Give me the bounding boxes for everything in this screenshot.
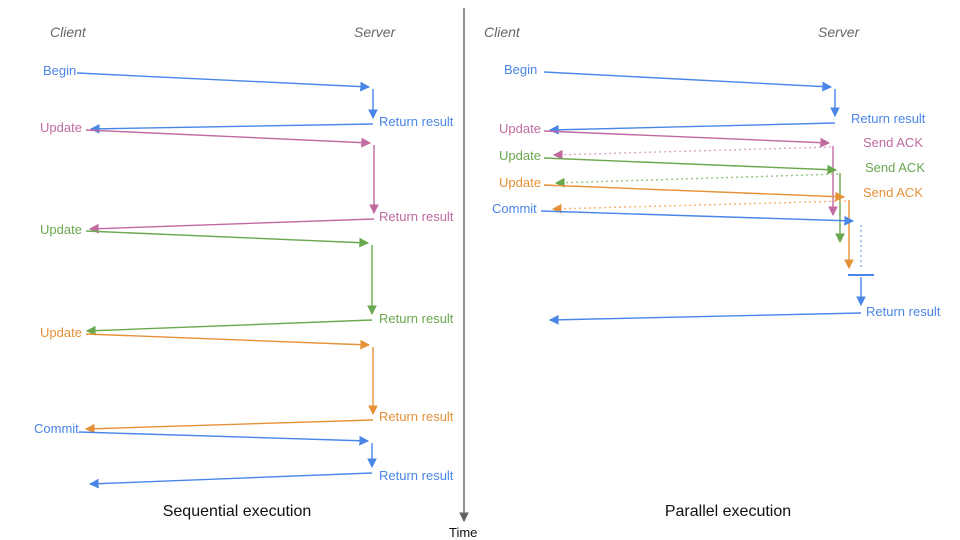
seq-update2-return-line	[85, 319, 373, 336]
seq-return-label-3: Return result	[379, 311, 454, 326]
par-update3-ack-line	[551, 200, 847, 214]
par-update1-label: Update	[499, 121, 541, 136]
seq-return-label-5: Return result	[379, 468, 454, 483]
par-commit-request-line	[540, 210, 855, 226]
par-send-ack-label-1: Send ACK	[863, 135, 923, 150]
par-update1-ack-line	[552, 146, 832, 160]
time-axis-label: Time	[449, 525, 478, 540]
seq-commit-return-line	[88, 472, 373, 489]
seq-begin-request-line	[76, 72, 371, 92]
seq-update3-return-line	[84, 419, 374, 434]
par-return-label-2: Return result	[866, 304, 941, 319]
par-commit-label: Commit	[492, 201, 537, 216]
par-begin-request-line	[543, 71, 833, 92]
seq-begin-return-line	[89, 123, 374, 134]
par-begin-return-line	[548, 122, 836, 135]
seq-update2-label: Update	[40, 222, 82, 237]
seq-return-label-1: Return result	[379, 114, 454, 129]
seq-update1-request-line	[85, 129, 372, 148]
par-commit-return-line	[548, 312, 862, 325]
seq-return-label-4: Return result	[379, 409, 454, 424]
par-update2-label: Update	[499, 148, 541, 163]
par-update1-request-line	[543, 130, 831, 148]
par-return-label-1: Return result	[851, 111, 926, 126]
par-update2-ack-line	[554, 173, 839, 188]
seq-return-label-2: Return result	[379, 209, 454, 224]
par-update3-request-line	[543, 184, 846, 202]
par-caption: Parallel execution	[664, 503, 792, 520]
seq-begin-label: Begin	[43, 63, 77, 78]
par-send-ack-label-2: Send ACK	[865, 160, 925, 175]
seq-caption: Sequential execution	[162, 503, 312, 520]
seq-commit-label: Commit	[34, 421, 79, 436]
seq-update1-return-line	[88, 218, 375, 234]
par-begin-label: Begin	[504, 62, 538, 77]
seq-update2-request-line	[85, 230, 370, 248]
par-client-header: Client	[484, 24, 520, 40]
seq-update1-label: Update	[40, 120, 82, 135]
seq-server-header: Server	[354, 24, 396, 40]
seq-client-header: Client	[50, 24, 86, 40]
seq-update3-request-line	[85, 333, 371, 350]
par-update2-request-line	[543, 157, 838, 175]
par-server-header: Server	[818, 24, 860, 40]
par-update3-label: Update	[499, 175, 541, 190]
seq-update3-label: Update	[40, 325, 82, 340]
par-send-ack-label-3: Send ACK	[863, 185, 923, 200]
seq-commit-request-line	[78, 431, 370, 446]
